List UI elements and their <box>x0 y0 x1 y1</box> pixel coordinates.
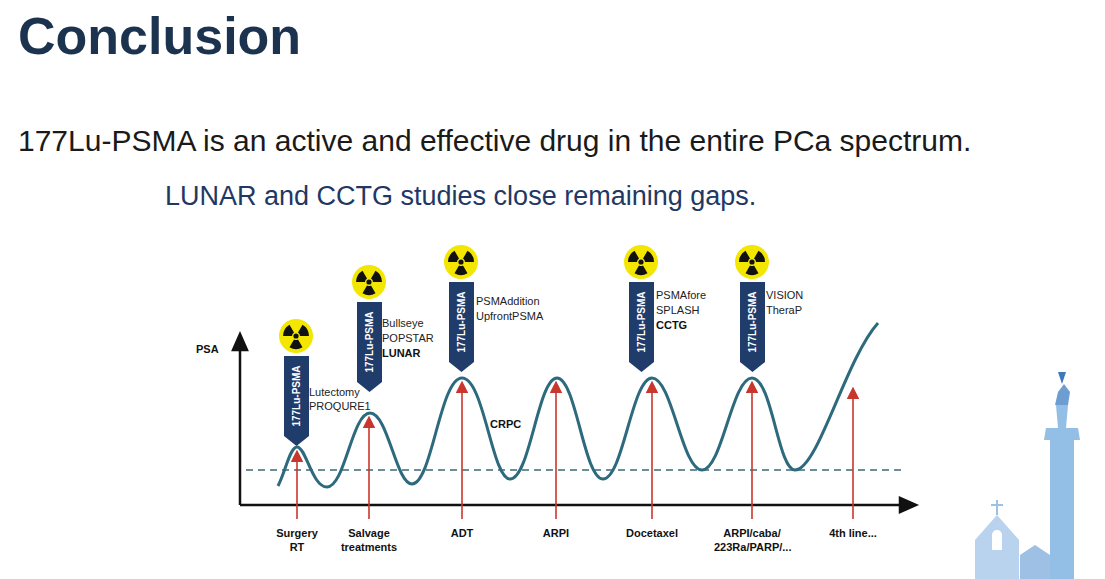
trial-name: TheraP <box>766 304 802 318</box>
axis-label: PSA <box>196 343 219 357</box>
trial-name: LUNAR <box>382 347 421 361</box>
statement: LUNAR and CCTG studies close remaining g… <box>165 180 756 214</box>
treatment-label: ARPI <box>543 527 569 541</box>
trial-name: Bullseye <box>382 317 424 331</box>
tag-label: 177Lu-PSMA <box>456 291 467 352</box>
tag-label: 177Lu-PSMA <box>636 291 647 352</box>
treatment-label: Surgery RT <box>271 527 323 555</box>
lutetium-tag: 177Lu-PSMA <box>284 356 309 446</box>
tag-label: 177Lu-PSMA <box>747 291 758 352</box>
radiation-symbols <box>279 245 769 353</box>
lutetium-tag: 177Lu-PSMA <box>629 282 654 372</box>
trial-name: PROQURE1 <box>309 400 371 414</box>
treatment-arrow <box>651 387 653 519</box>
treatment-label: ARPI/caba/ 223Ra/PARP/... <box>714 527 790 555</box>
trial-name: Lutectomy <box>309 386 360 400</box>
lutetium-tag: 177Lu-PSMA <box>740 282 765 372</box>
trial-name: PSMAddition <box>476 295 540 309</box>
treatment-label: ADT <box>451 527 474 541</box>
trial-name: UpfrontPSMA <box>476 310 543 324</box>
treatment-arrow <box>461 387 463 519</box>
treatment-arrow <box>555 387 557 519</box>
treatment-label: 4th line... <box>829 527 877 541</box>
treatment-label: Salvage treatments <box>333 527 405 555</box>
treatment-arrow <box>296 456 298 519</box>
treatment-arrow <box>852 393 854 519</box>
phase-label: CRPC <box>490 418 521 432</box>
threshold-line <box>246 469 905 471</box>
treatment-label: Docetaxel <box>626 527 678 541</box>
slide-title: Conclusion <box>18 6 301 66</box>
city-decoration <box>975 372 1080 579</box>
trial-name: PSMAfore <box>656 289 706 303</box>
trial-name: VISION <box>766 289 803 303</box>
statement: 177Lu-PSMA is an active and effective dr… <box>18 122 971 160</box>
trial-name: CCTG <box>656 319 687 333</box>
tag-label: 177Lu-PSMA <box>291 365 302 426</box>
trial-name: SPLASH <box>656 304 699 318</box>
lutetium-tag: 177Lu-PSMA <box>357 302 382 392</box>
treatment-arrow <box>368 422 370 519</box>
lutetium-tag: 177Lu-PSMA <box>449 282 474 372</box>
trial-name: POPSTAR <box>382 332 434 346</box>
axes <box>233 334 916 512</box>
tag-label: 177Lu-PSMA <box>364 311 375 372</box>
treatment-arrow <box>751 387 753 519</box>
